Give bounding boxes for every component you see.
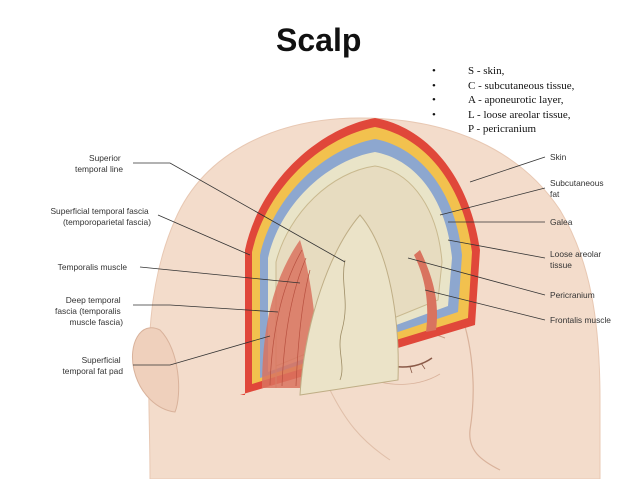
label-subcutaneous-fat: Subcutaneous fat [550, 178, 606, 199]
label-deep-temporal-fascia: Deep temporal fascia (temporalis muscle … [55, 295, 123, 327]
leader-lines [133, 156, 546, 366]
label-frontalis-muscle: Frontalis muscle [550, 315, 611, 325]
legend-item: •C - subcutaneous tissue, [432, 79, 575, 92]
temporalis-muscle [262, 240, 318, 388]
label-galea: Galea [550, 217, 573, 227]
label-superficial-temporal-fascia: Superficial temporal fascia (temporopari… [50, 206, 151, 227]
label-superficial-temporal-fat-pad: Superficial temporal fat pad [62, 355, 123, 376]
legend-item-pericranium: P - pericranium [468, 123, 537, 136]
frontalis-muscle [414, 250, 438, 332]
slide-title: Scalp [276, 22, 362, 58]
left-labels: Superior temporal line Superficial tempo… [50, 153, 151, 376]
label-skin: Skin [550, 152, 567, 162]
right-labels: Skin Subcutaneous fat Galea Loose areola… [550, 152, 611, 325]
skull-bone [299, 214, 399, 396]
legend-item-aponeurotic: A - aponeurotic layer, [468, 94, 564, 107]
legend-item-skin: S - skin, [468, 65, 505, 77]
label-superior-temporal-line: Superior temporal line [75, 153, 123, 174]
label-pericranium: Pericranium [550, 290, 595, 300]
legend-item: •L - loose areolar tissue, [432, 108, 571, 121]
legend-item-areolar: L - loose areolar tissue, [468, 108, 571, 121]
legend-item: •A - aponeurotic layer, [432, 94, 564, 107]
legend-item-subcutaneous: C - subcutaneous tissue, [468, 79, 575, 92]
label-loose-areolar-tissue: Loose areolar tissue [550, 249, 604, 270]
legend-item: •S - skin, [432, 65, 505, 77]
scalp-layers [240, 118, 480, 396]
label-temporalis-muscle: Temporalis muscle [58, 262, 128, 272]
